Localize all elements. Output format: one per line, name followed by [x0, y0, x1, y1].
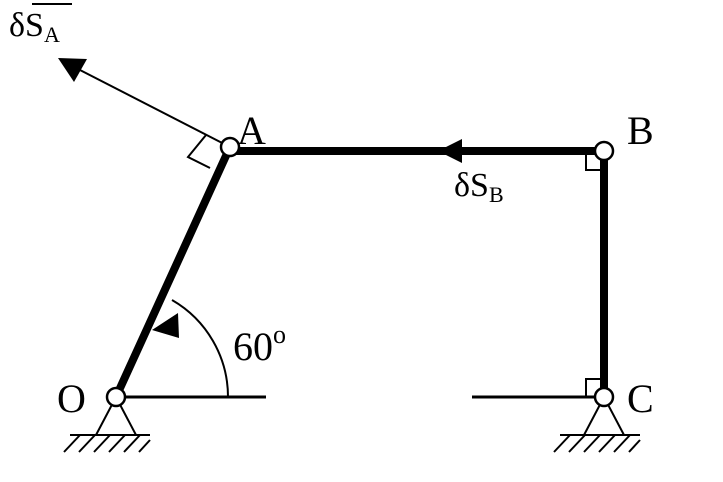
displacement-b-subscript: B — [489, 182, 504, 207]
pin-support-o — [63, 394, 151, 453]
pin-support-c — [553, 394, 641, 453]
label-a: A — [237, 108, 266, 153]
displacement-arrowhead-b — [438, 139, 462, 163]
joint-a — [219, 136, 241, 158]
label-c: C — [627, 376, 654, 421]
joint-b — [593, 140, 615, 162]
link-oa — [112, 143, 234, 401]
angle-unit: o — [273, 320, 286, 349]
displacement-a-symbol: δS — [9, 7, 44, 44]
displacement-b-symbol: δS — [454, 167, 489, 204]
angle-value: 60 — [233, 324, 273, 369]
displacement-arrowhead-a — [58, 58, 87, 82]
joint-o — [105, 386, 127, 408]
joint-c — [593, 386, 615, 408]
displacement-a-subscript: A — [44, 22, 60, 47]
right-angle-marker-a — [186, 134, 211, 169]
label-angle: 60o — [233, 320, 286, 369]
label-displacement-b: δSB — [454, 167, 504, 207]
label-b: B — [627, 108, 654, 153]
angle-arc — [171, 299, 229, 398]
right-angle-marker-c — [585, 378, 604, 397]
right-angle-marker-b — [585, 152, 604, 171]
label-displacement-a: δSA — [9, 7, 60, 47]
angle-arrowhead — [152, 313, 179, 338]
displacement-vector-a — [77, 68, 231, 148]
label-o: O — [57, 376, 86, 421]
